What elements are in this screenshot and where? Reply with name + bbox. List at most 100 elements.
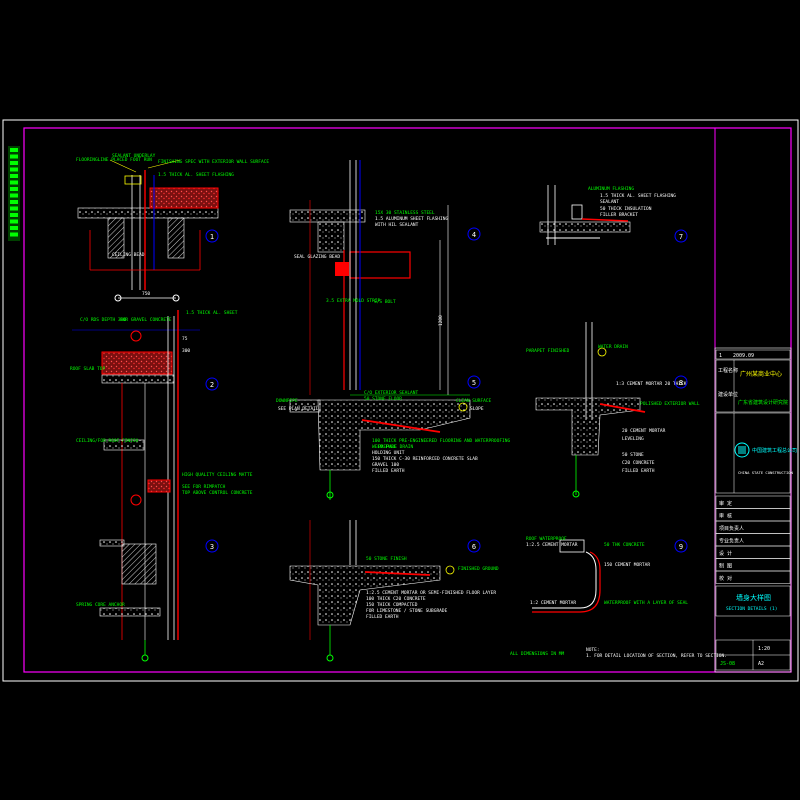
d1-dim: 750 [142, 291, 150, 297]
d5-note-6: SLOPE [470, 406, 484, 412]
d4-marker [467, 227, 481, 241]
d4-note-2: 1.5 ALUMINUM SHEET FLASHING [375, 216, 448, 222]
detail-7: ALUMINUM FLASHING 1.5 THICK AL. SHEET FL… [539, 185, 688, 245]
tb-scale: 1:20 [758, 646, 770, 652]
legend-tick [10, 148, 18, 152]
d2-dim-1: 75 [182, 336, 188, 342]
d5-note-7: 100 THICK PRE-ENGINEERED FLOORING AND WA… [372, 438, 510, 444]
legend-tick [10, 154, 18, 159]
legend-tick [10, 161, 18, 165]
d6-note-6: FOR LIMESTONE / STONE SUBGRADE [366, 608, 448, 614]
detail-8: PARAPET FINISHED WATER DRAIN POLISHED EX… [526, 322, 700, 498]
legend-tick [10, 174, 18, 178]
d8-note-8: C20 CONCRETE [622, 460, 655, 466]
notes-text: 1. FOR DETAIL LOCATION OF SECTION, REFER… [586, 653, 727, 659]
d8-note-2: WATER DRAIN [598, 344, 628, 350]
tb-rev: 1 [719, 353, 722, 359]
tb-sheet: A2 [758, 661, 764, 667]
d8-marker [674, 375, 688, 389]
d9-num: 9 [679, 543, 683, 551]
d9-note-5: WATERPROOF WITH A LAYER OF SEAL [604, 600, 688, 606]
detail-9: ROOF WATERPROOF 1:2.5 CEMENT MORTAR 50 T… [526, 536, 688, 613]
d7-note-5: FILLER BRACKET [600, 212, 638, 218]
d5-note-8: WELD FULL [372, 444, 397, 450]
d1-note-1: FLOORINGLINE PLACED FOOT RUN [76, 157, 152, 163]
d1-num: 1 [210, 233, 214, 241]
d2-marker [205, 377, 219, 391]
tb-drawing-title: 墙身大样图 [736, 593, 771, 602]
legend-tick [10, 180, 18, 185]
d6-note-5: 150 THICK COMPACTED [366, 602, 418, 608]
detail-5: DOWNPIPE SEE PLAN DETAIL C/O EXTERIOR SE… [276, 375, 510, 500]
d3-marker [205, 539, 219, 553]
d8-num: 8 [679, 379, 683, 387]
d4-note-1: 15X 30 STAINLESS STEEL [375, 210, 435, 216]
d4-note-3: WITH HIL SEALANT [375, 222, 419, 228]
d7-note-3: SEALANT [600, 199, 619, 205]
notes: NOTE: 1. FOR DETAIL LOCATION OF SECTION,… [510, 647, 727, 659]
d6-note-7: FILLED EARTH [366, 614, 399, 620]
d3-note-2: HIGH QUALITY CEILING MATTE [182, 472, 253, 478]
d5-note-10: HOLDING UNIT [372, 450, 405, 456]
d6-note-3: 1:2.5 CEMENT MORTAR OR SEMI-FINISHED FLO… [366, 590, 496, 596]
d2-note-4: ROOF SLAB TOP [70, 366, 106, 372]
d2-note-1: 1.5 THICK AL. SHEET [186, 310, 238, 316]
d4-dim: 1200 [438, 315, 444, 326]
d6-marker [467, 539, 481, 553]
d8-note-4: 1:3 CEMENT MORTAR 20 THICK [616, 381, 687, 387]
d7-num: 7 [679, 233, 683, 241]
d8-note-3: POLISHED EXTERIOR WALL [640, 401, 700, 407]
d4-note-6: S/S BOLT [374, 299, 396, 305]
d4-num: 4 [472, 231, 476, 239]
d2-dim-2: 300 [182, 348, 190, 354]
tb-date: 2009.09 [733, 353, 754, 359]
tb-client-label: 建设单位 [718, 391, 738, 398]
tb-institute: 广东省建筑设计研究院 [738, 399, 788, 406]
d9-note-6: 150 CEMENT MORTAR [604, 562, 650, 568]
d1-marker [205, 229, 219, 243]
d3-note-3: SEE FOR RIMPATCH [182, 484, 226, 490]
detail-2: 1.5 THICK AL. SHEET C/O RDS DEPTH 300 FO… [70, 310, 238, 640]
d3-note-4: TOP ABOVE CONTROL CONCRETE [182, 490, 253, 496]
d8-note-1: PARAPET FINISHED [526, 348, 570, 354]
legend-tick [10, 200, 18, 204]
d5-note-9: PREPARE DRAIN [378, 444, 414, 450]
detail-3: CEILING/FOR ROOF FINISH HIGH QUALITY CEI… [76, 438, 253, 662]
company-logo [734, 442, 750, 458]
legend-tick [10, 193, 18, 198]
d9-note-1: ROOF WATERPROOF [526, 536, 567, 542]
tb-row-label: 审 核 [719, 513, 732, 520]
d9-note-3: 50 THK CONCRETE [604, 542, 645, 548]
d3-note-1: CEILING/FOR ROOF FINISH [76, 438, 139, 444]
legend-tick [10, 213, 18, 217]
d3-note-5: SPRING CORE ANCHOR [76, 602, 125, 608]
tb-row-label: 审 定 [719, 500, 732, 507]
d4-note-4: SEAL GLAZING BEAD [294, 254, 340, 260]
d9-marker [674, 539, 688, 553]
d6-note-1: 50 STONE FINISH [366, 556, 407, 562]
d2-num: 2 [210, 381, 214, 389]
d4-note-5: 3.5 EXTRA MOLD STRIP [326, 298, 380, 304]
d3-num: 3 [210, 543, 214, 551]
d8-note-7: 50 STONE [622, 452, 644, 458]
title-block: 1 2009.09 工程名称 广州某商业中心 建设单位 广东省建筑设计研究院 中… [714, 347, 797, 673]
notes-label: NOTE: [586, 647, 600, 653]
tb-row-cell [715, 570, 791, 584]
detail-6: 50 STONE FINISH FINISHED GROUND 1:2.5 CE… [289, 520, 499, 662]
d8-note-5: 20 CEMENT MORTAR [622, 428, 666, 434]
d1-note-3: SEALANT UNDERLAY [112, 153, 156, 159]
tb-company-sub: CHINA STATE CONSTRUCTION [738, 470, 794, 475]
legend-tick [10, 219, 18, 224]
tb-row-label: 设 计 [719, 550, 732, 557]
tb-drawing-no: JS-08 [720, 661, 735, 667]
tb-drawing-title-en: SECTION DETAILS (1) [726, 606, 777, 612]
d9-note-4: 1:2 CEMENT MORTAR [530, 600, 576, 606]
d5-num: 5 [472, 379, 476, 387]
tb-row-label: 项目负责人 [719, 525, 744, 532]
d1-note-5: CEILING BEAD [112, 252, 145, 258]
legend-text: ALL DIMENSIONS IN MM [510, 651, 564, 657]
d6-note-4: 100 THICK C20 CONCRETE [366, 596, 426, 602]
tb-row-label: 制 图 [719, 563, 732, 570]
left-legend [8, 146, 20, 241]
